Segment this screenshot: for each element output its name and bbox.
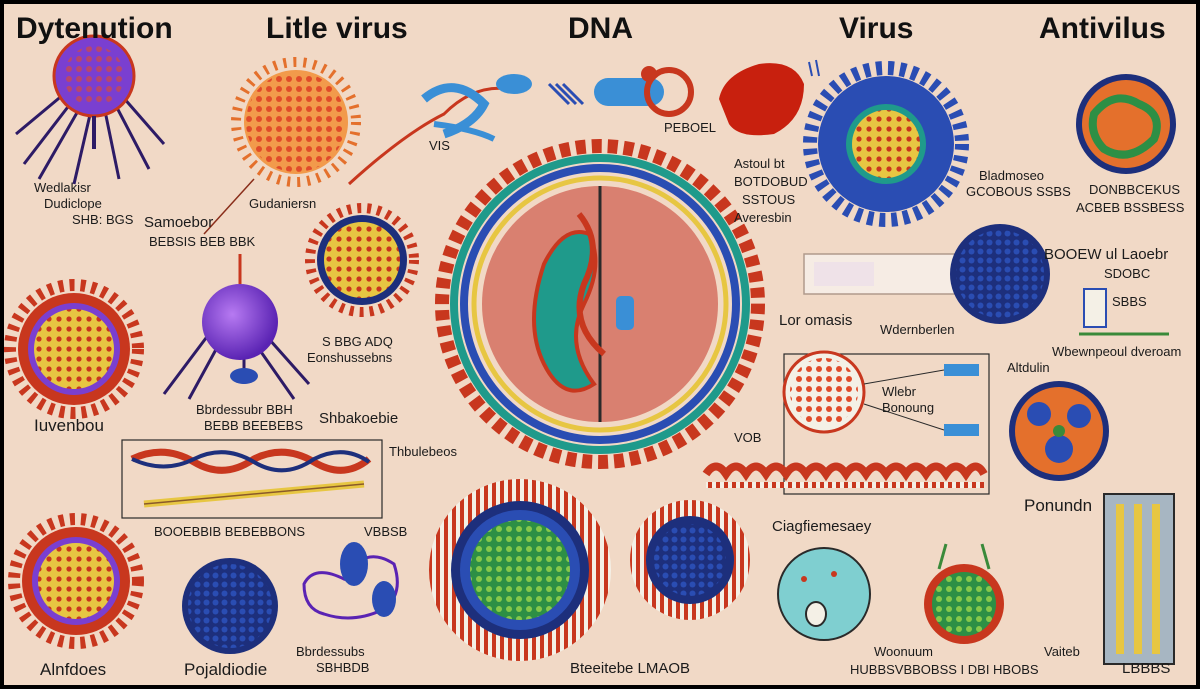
label-iuvenbou: Iuvenbou — [34, 416, 104, 435]
label-gcobous: GCOBOUS SSBS — [966, 184, 1071, 199]
label-shb-bgs: SHB: BGS — [72, 212, 134, 227]
label-bladmoseo: Bladmoseo — [979, 168, 1045, 183]
dna-strand-panel-icon — [121, 439, 383, 519]
label-booew: BOOEW ul Laoebr — [1044, 246, 1169, 263]
heading-dna: DNA — [568, 12, 633, 45]
label-bonoung: Bonoung — [882, 400, 935, 415]
label-alnfdoes: Alnfdoes — [40, 660, 107, 679]
label-sdobc: SDOBC — [1104, 266, 1151, 281]
label-bebb: BEBB BEEBEBS — [204, 418, 303, 433]
label-bebsis: BEBSIS BEB BBK — [149, 234, 256, 249]
label-botdobud: BOTDOBUD — [734, 174, 808, 189]
diagram-graphics — [4, 34, 1176, 665]
label-lor-omasis: Lor omasis — [779, 312, 853, 329]
syringe-icon — [803, 224, 1169, 336]
label-wlebr: Wlebr — [882, 384, 916, 399]
striped-ring-virus-icon — [429, 479, 611, 661]
label-bbrdessubs: Bbrdessubs — [296, 644, 365, 659]
label-ciagfiemesaey: Ciagfiemesaey — [772, 518, 872, 535]
label-ponundn: Ponundn — [1024, 496, 1093, 515]
bottom-left-virus-icon — [8, 513, 144, 649]
label-astoul: Astoul bt — [734, 156, 785, 171]
flagellate-icon — [347, 74, 532, 186]
label-vis: VIS — [429, 138, 450, 153]
striped-small-virus-icon — [630, 500, 750, 620]
label-wbewnpeoul: Wbewnpeoul dveroam — [1052, 344, 1182, 359]
heading-antivilus: Antivilus — [1039, 12, 1166, 45]
label-vaiteb: Vaiteb — [1044, 644, 1080, 659]
tangled-strand-icon — [302, 542, 399, 620]
yellow-virus-icon — [305, 203, 419, 317]
heading-virus: Virus — [839, 12, 914, 45]
label-thbulebeos: Thbulebeos — [389, 444, 457, 459]
label-averesbin: Averesbin — [734, 210, 792, 225]
antivirus-cell-icon — [1076, 74, 1176, 174]
label-acbeb: ACBEB BSSBESS — [1076, 200, 1185, 215]
label-sbbs: SBBS — [1112, 294, 1147, 309]
purple-phage-icon — [162, 254, 311, 400]
label-bteeitebe: Bteeitebe LMAOB — [570, 660, 691, 677]
label-vob: VOB — [734, 430, 762, 445]
blue-virus-icon — [803, 61, 969, 227]
label-sstous: SSTOUS — [742, 192, 796, 207]
label-vbbsb: VBBSB — [364, 524, 408, 539]
label-shbakoebie: Shbakoebie — [319, 410, 399, 427]
label-hubbsvbbobss: HUBBSVBBOBSS I DBI HBOBS — [850, 662, 1039, 677]
label-samoebor: Samoebor — [144, 214, 214, 231]
orange-virus-icon — [203, 57, 361, 235]
label-booebbib: BOOEBBIB BEBEBBONS — [154, 524, 305, 539]
central-dna-cell-icon — [435, 139, 765, 469]
label-dudiclope: Dudiclope — [44, 196, 102, 211]
label-sbhbdb: SBHBDB — [316, 660, 370, 675]
label-lbbbs: LBBBS — [1122, 660, 1171, 677]
teal-cell-icon — [777, 547, 871, 641]
dna-capsule-icon — [547, 66, 694, 117]
cell-callout-icon — [782, 350, 990, 495]
label-s-bbg-adq: S BBG ADQ — [322, 334, 393, 349]
label-bbrdessubr: Bbrdessubr BBH — [196, 402, 293, 417]
label-altdulin: Altdulin — [1007, 360, 1050, 375]
heading-dytenution: Dytenution — [16, 12, 173, 45]
uv-lamp-icon — [1103, 493, 1175, 665]
label-wdernberlen: Wdernberlen — [880, 322, 955, 337]
diagram-canvas: Dytenution Litle virus DNA Virus Antivil… — [4, 4, 1196, 685]
label-gudaniersn: Gudaniersn — [249, 196, 317, 211]
antenna-virus-icon — [924, 543, 1004, 644]
influenza-virus-icon — [4, 279, 144, 419]
label-woonuum: Woonuum — [874, 644, 934, 659]
blue-sphere-icon — [182, 558, 278, 654]
red-cell-icon — [719, 59, 820, 136]
comb-strand-icon — [702, 462, 988, 488]
label-peboel: PEBOEL — [664, 120, 717, 135]
label-pojaldiodie: Pojaldiodie — [184, 660, 268, 679]
label-wedlakisr: Wedlakisr — [34, 180, 91, 195]
ponundn-cell-icon — [1009, 381, 1109, 481]
label-eonshussebns: Eonshussebns — [307, 350, 393, 365]
label-donbbcekus: DONBBCEKUS — [1089, 182, 1181, 197]
spider-virus-top-left-icon — [15, 34, 166, 185]
heading-litle-virus: Litle virus — [266, 12, 408, 45]
